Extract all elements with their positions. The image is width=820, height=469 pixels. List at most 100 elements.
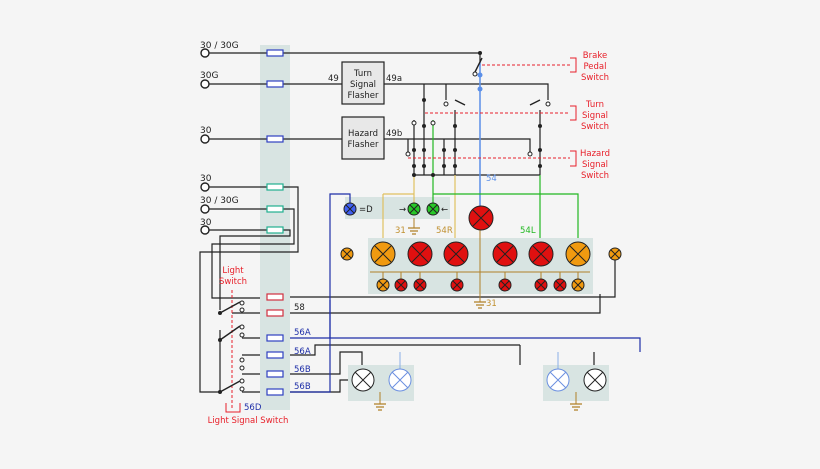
pin-49b: 49b [386, 129, 402, 139]
terminal-label-1: 30 / 30G [200, 41, 239, 51]
light-contact-7 [239, 378, 245, 384]
hazard-node-9 [453, 164, 457, 168]
junction-1 [412, 173, 416, 177]
turn-flasher-label-3: Flasher [348, 91, 380, 101]
fuse-4 [266, 183, 284, 191]
turn-flasher-label-1: Turn [353, 69, 372, 79]
hazard-node-10 [538, 164, 542, 168]
fuse-2 [266, 80, 284, 88]
right-arrow-icon: → [399, 205, 406, 215]
wire-label-31a: 31 [395, 226, 406, 236]
tail-lamp-4 [528, 241, 554, 267]
wire-label-31b: 31 [486, 299, 497, 309]
brake-node [478, 51, 482, 55]
terminal-label-3: 30 [200, 126, 212, 136]
hazard-contact-1 [405, 151, 411, 157]
light-switch-label-1: Light [222, 266, 244, 276]
hazard-node-1 [412, 148, 416, 152]
indicator-right [407, 202, 421, 216]
hazard-node-6 [412, 164, 416, 168]
switch-brackets [225, 57, 577, 413]
small-lamp-2 [394, 278, 408, 292]
light-signal-switch-label: Light Signal Switch [208, 416, 289, 426]
fuse-11 [266, 370, 284, 378]
light-contact-6 [239, 365, 245, 371]
hazard-switch-label-2: Signal [582, 160, 608, 170]
hazard-flasher [341, 116, 385, 160]
fuse-9 [266, 334, 284, 342]
side-repeater-right [340, 247, 354, 261]
brake-switch-label-1: Brake [583, 51, 607, 61]
terminal-label-6: 30 [200, 218, 212, 228]
hazard-contact-2 [527, 151, 533, 157]
blue-wires [290, 193, 641, 393]
wire-label-54L: 54L [520, 226, 536, 236]
brake-lamp-center [468, 205, 494, 231]
tail-lamp-1 [407, 241, 433, 267]
turn-lamp-rear-left [565, 241, 591, 267]
turn-switch-label-1: Turn [585, 100, 604, 110]
small-lamp-8 [571, 278, 585, 292]
fuse-6 [266, 226, 284, 234]
turn-contact-2 [545, 101, 551, 107]
wire-label-56A-2: 56A [294, 347, 311, 357]
turn-contact-1 [443, 101, 449, 107]
turn-lamp-rear-right [370, 241, 396, 267]
turn-node-2 [422, 124, 426, 128]
light-contact-5 [239, 357, 245, 363]
terminal-4 [200, 182, 210, 192]
small-lamp-4 [450, 278, 464, 292]
terminal-5 [200, 204, 210, 214]
brake-54-node [477, 72, 483, 78]
fuse-10 [266, 351, 284, 359]
headlamp-wires [399, 352, 559, 380]
tail-lamp-3 [492, 241, 518, 267]
hazard-node-2 [422, 148, 426, 152]
hazard-node-4 [453, 148, 457, 152]
indicator-d [343, 202, 357, 216]
hazard-switch-label-3: Switch [581, 171, 609, 181]
light-contact-4 [239, 332, 245, 338]
fuse-1 [266, 49, 284, 57]
switch-levers [219, 57, 541, 393]
turn-flasher-label-2: Signal [350, 80, 376, 90]
turn-switch-label-3: Switch [581, 122, 609, 132]
wire-label-56B-2: 56B [294, 382, 311, 392]
green-wires [432, 120, 579, 238]
wire-label-54: 54 [486, 174, 497, 184]
indicator-left [426, 202, 440, 216]
fuse-5 [266, 205, 284, 213]
wire-label-56D: 56D [244, 403, 262, 413]
fuse-3 [266, 135, 284, 143]
headlamp-left-low [351, 368, 375, 392]
brake-switch-label-3: Switch [581, 73, 609, 83]
terminal-label-4: 30 [200, 174, 212, 184]
hazard-switch-label-1: Hazard [580, 149, 610, 159]
side-repeater-left [608, 247, 622, 261]
small-lamp-5 [498, 278, 512, 292]
wire-label-54R: 54R [436, 226, 453, 236]
fuse-8 [266, 309, 284, 317]
hazard-node-8 [442, 164, 446, 168]
light-contact-1 [239, 300, 245, 306]
light-contact-3 [239, 324, 245, 330]
turn-contact-4 [430, 120, 436, 126]
hazard-node-5 [538, 148, 542, 152]
pin-49: 49 [328, 74, 339, 84]
small-lamp-3 [413, 278, 427, 292]
wire-label-58: 58 [294, 303, 305, 313]
turn-switch-label-2: Signal [582, 111, 608, 121]
headlamp-right-low [583, 368, 607, 392]
hazard-flasher-label-1: Hazard [348, 129, 378, 139]
indicator-d-label: =D [359, 205, 373, 215]
light-contact-2 [239, 307, 245, 313]
tail-lamp-2 [443, 241, 469, 267]
brake-contact [472, 71, 478, 77]
hazard-flasher-label-2: Flasher [348, 140, 380, 150]
ground-wires [370, 218, 590, 404]
turn-signal-flasher [341, 61, 385, 105]
junction-2 [431, 173, 435, 177]
switch-linkages [231, 64, 570, 410]
